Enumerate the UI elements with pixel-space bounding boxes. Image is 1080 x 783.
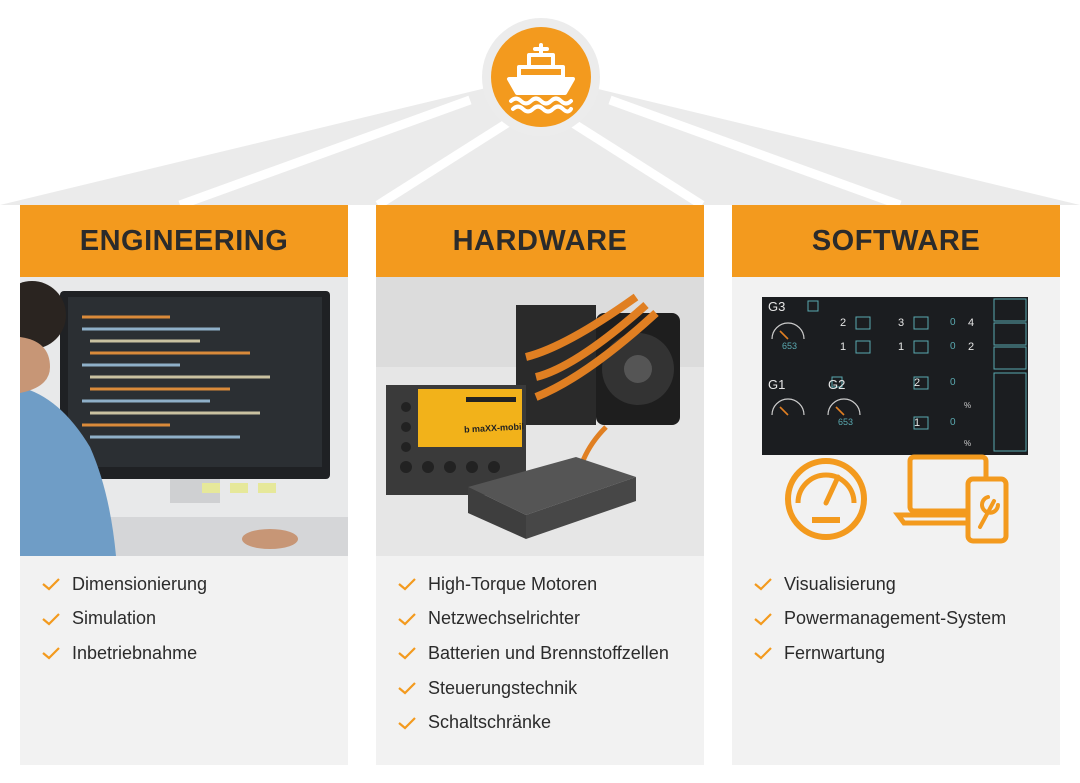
- hub-circle: [482, 18, 600, 136]
- list-item-label: Visualisierung: [784, 573, 896, 594]
- pillar-title: HARDWARE: [452, 224, 628, 257]
- fan-number: 3: [898, 317, 905, 329]
- fan-number: 1: [840, 341, 847, 353]
- check-icon: [42, 612, 72, 626]
- list-item-label: Powermanagement-System: [784, 608, 1007, 629]
- pillar-header: SOFTWARE: [732, 205, 1060, 277]
- list-item-label: Fernwartung: [784, 642, 886, 663]
- list-item: Inbetriebnahme: [42, 636, 207, 671]
- generator-label: G2: [828, 377, 846, 392]
- zero-value: 0: [950, 317, 956, 328]
- hub-badge: [491, 27, 591, 127]
- zero-value: 0: [950, 341, 956, 352]
- pillar-title: ENGINEERING: [79, 224, 289, 257]
- list-item: Steuerungstechnik: [398, 671, 669, 706]
- check-icon: [754, 577, 784, 591]
- list-item: Fernwartung: [754, 636, 1006, 671]
- pillar-engineering: ENGINEERING: [20, 205, 348, 765]
- list-item: Powermanagement-System: [754, 602, 1006, 637]
- generator-label: G1: [768, 377, 786, 392]
- pillar-header: HARDWARE: [376, 205, 704, 277]
- check-icon: [398, 577, 428, 591]
- check-icon: [398, 681, 428, 695]
- fan-number: 4: [968, 317, 975, 329]
- ship-icon: [507, 43, 575, 114]
- zero-value: 0: [950, 417, 956, 428]
- pillar-software: SOFTWARE: [732, 205, 1060, 765]
- list-item-label: Inbetriebnahme: [72, 642, 198, 663]
- list-item: Simulation: [42, 602, 207, 637]
- list-item: Dimensionierung: [42, 567, 207, 602]
- list-item-label: Batterien und Brennstoffzellen: [428, 642, 669, 663]
- rpm-value: 653: [782, 341, 798, 351]
- list-item-label: Netzwechselrichter: [428, 608, 581, 629]
- feature-list: Dimensionierung Simulation Inbetriebnahm…: [42, 567, 207, 671]
- hmi-dashboard-screenshot: G3 G1 G2 653 653 2 3 1 1 4 2 2 1 0 0 0 0…: [732, 277, 1060, 556]
- battery-number: 1: [914, 417, 921, 429]
- pillar-title: SOFTWARE: [811, 224, 981, 257]
- list-item: Netzwechselrichter: [398, 602, 669, 637]
- zero-value: 0: [950, 377, 956, 388]
- list-item: Visualisierung: [754, 567, 1006, 602]
- remote-maintenance-icon: [893, 454, 1009, 544]
- percent-value: %: [964, 439, 972, 448]
- gauge-icon: [785, 458, 867, 540]
- list-item-label: Schaltschränke: [428, 712, 552, 733]
- percent-value: %: [964, 401, 972, 410]
- check-icon: [754, 646, 784, 660]
- fan-number: 2: [840, 317, 847, 329]
- list-item: Batterien und Brennstoffzellen: [398, 636, 669, 671]
- list-item-label: Steuerungstechnik: [428, 677, 578, 698]
- pillar-hardware: HARDWARE: [376, 205, 704, 765]
- check-icon: [754, 612, 784, 626]
- list-item-label: High-Torque Motoren: [428, 573, 598, 594]
- check-icon: [398, 716, 428, 730]
- hardware-components-photo: b maXX-mobil: [376, 277, 704, 556]
- fan-number: 2: [968, 341, 975, 353]
- engineer-at-monitor-photo: [20, 277, 348, 556]
- list-item: Schaltschränke: [398, 705, 669, 740]
- check-icon: [42, 577, 72, 591]
- list-item-label: Dimensionierung: [72, 573, 208, 594]
- rpm-value: 653: [838, 417, 854, 427]
- pillar-header: ENGINEERING: [20, 205, 348, 277]
- check-icon: [398, 646, 428, 660]
- generator-label: G3: [768, 299, 786, 314]
- feature-list: High-Torque Motoren Netzwechselrichter B…: [398, 567, 669, 740]
- list-item: High-Torque Motoren: [398, 567, 669, 602]
- fan-number: 1: [898, 341, 905, 353]
- check-icon: [398, 612, 428, 626]
- battery-number: 2: [914, 377, 921, 389]
- feature-list: Visualisierung Powermanagement-System Fe…: [754, 567, 1006, 671]
- check-icon: [42, 646, 72, 660]
- list-item-label: Simulation: [72, 608, 157, 629]
